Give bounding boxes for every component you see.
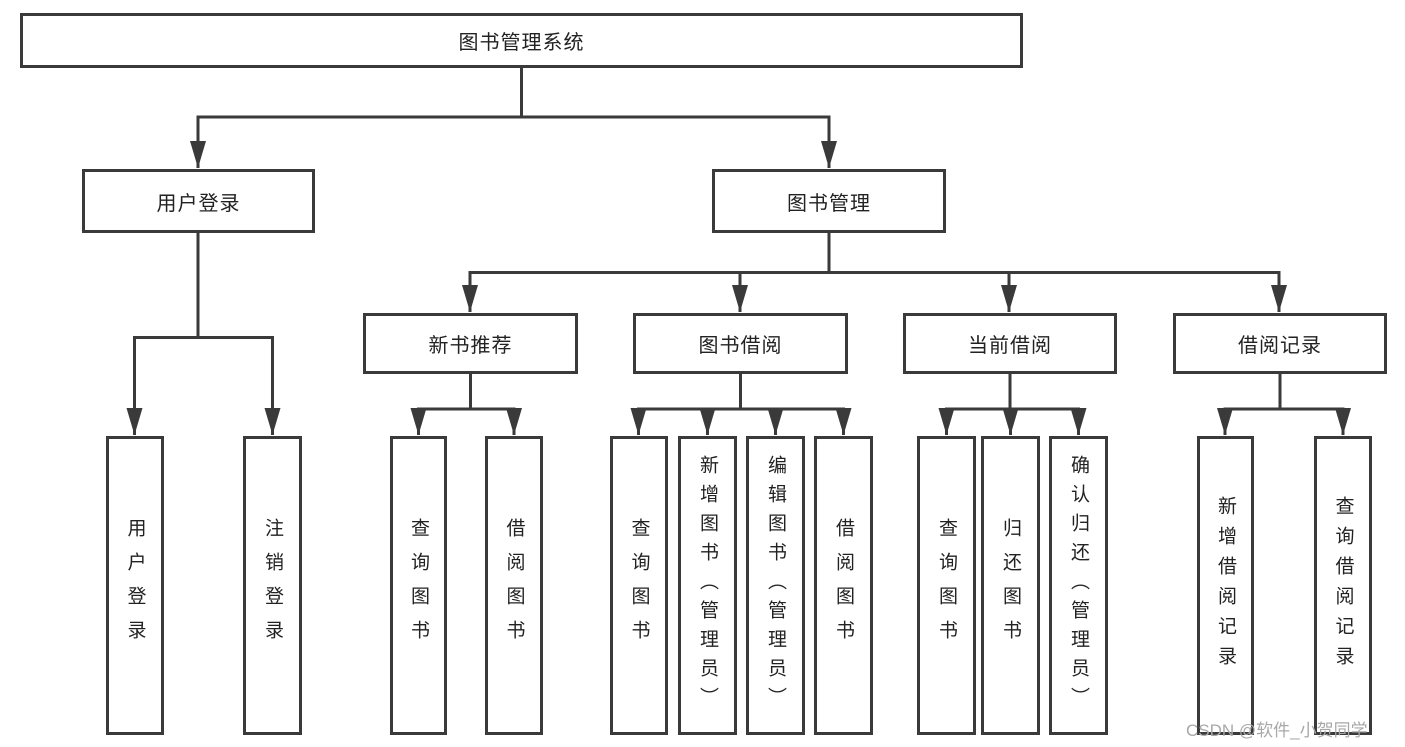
leaf-confirm-return-admin-label: 确认归还（管理员）: [1068, 455, 1089, 716]
node-borrow-record: 借阅记录: [1173, 313, 1387, 374]
leaf-query-book-current: 查询图书: [917, 436, 976, 735]
leaf-add-borrow-record-label: 新增借阅记录: [1215, 495, 1236, 676]
leaf-borrow-book-recommend: 借阅图书: [485, 436, 543, 735]
leaf-borrow-book-label: 借阅图书: [833, 517, 854, 654]
leaf-confirm-return-admin: 确认归还（管理员）: [1049, 436, 1108, 735]
leaf-borrow-book: 借阅图书: [814, 436, 873, 735]
leaf-query-book-current-label: 查询图书: [936, 517, 957, 654]
leaf-query-book-recommend-label: 查询图书: [408, 517, 429, 654]
node-book-management: 图书管理: [712, 169, 946, 233]
leaf-add-borrow-record: 新增借阅记录: [1197, 436, 1254, 735]
leaf-user-login-label: 用户登录: [124, 517, 146, 654]
node-new-book-recommend: 新书推荐: [363, 313, 578, 374]
leaf-query-borrow-record: 查询借阅记录: [1314, 436, 1372, 735]
leaf-user-login: 用户登录: [106, 436, 164, 735]
leaf-logout: 注销登录: [243, 436, 302, 735]
tree-edges: [133, 68, 1345, 435]
leaf-return-book-label: 归还图书: [1000, 517, 1021, 654]
node-current-borrow: 当前借阅: [903, 313, 1117, 374]
leaf-add-book-admin-label: 新增图书（管理员）: [697, 455, 718, 716]
leaf-add-book-admin: 新增图书（管理员）: [678, 436, 737, 735]
leaf-borrow-book-recommend-label: 借阅图书: [503, 517, 525, 654]
leaf-query-book-borrow: 查询图书: [610, 436, 668, 735]
leaf-edit-book-admin: 编辑图书（管理员）: [746, 436, 805, 735]
csdn-watermark: CSDN @软件_小贺同学: [1186, 721, 1368, 740]
leaf-query-borrow-record-label: 查询借阅记录: [1332, 495, 1354, 676]
leaf-return-book: 归还图书: [981, 436, 1040, 735]
node-user-login: 用户登录: [82, 169, 315, 233]
leaf-edit-book-admin-label: 编辑图书（管理员）: [765, 455, 786, 716]
leaf-logout-label: 注销登录: [262, 517, 283, 654]
node-book-borrow: 图书借阅: [633, 313, 848, 374]
leaf-query-book-borrow-label: 查询图书: [628, 517, 650, 654]
leaf-query-book-recommend: 查询图书: [390, 436, 447, 735]
node-root: 图书管理系统: [20, 13, 1023, 68]
arrowheads: [126, 141, 1351, 435]
